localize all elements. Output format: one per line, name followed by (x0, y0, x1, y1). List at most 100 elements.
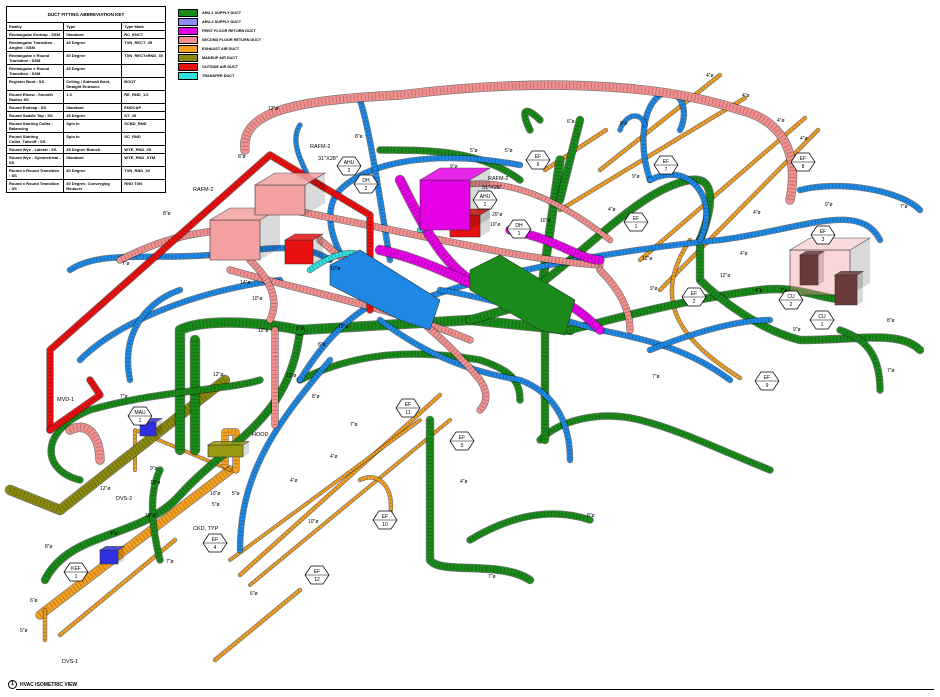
duct-size-label: 8"ø (355, 134, 363, 140)
equipment-tag[interactable]: EF8 (790, 152, 816, 172)
equipment-tag[interactable]: DH 1 (506, 219, 532, 239)
exhaust-duct-corrugation (214, 589, 301, 661)
second-floor-return-duct (597, 267, 633, 333)
ahu2-supply-duct (125, 287, 183, 383)
legend-label: AHU-1 SUPPLY DUCT (202, 10, 242, 15)
legend-swatch (178, 26, 198, 35)
cu1-unit (833, 271, 865, 306)
equipment-tag[interactable]: DH2 (353, 174, 379, 194)
legend-label: TRANSFER DUCT (202, 73, 235, 78)
duct-size-label: 10"ø (150, 480, 160, 486)
duct-size-label: 4"ø (753, 210, 761, 216)
equipment-tag[interactable]: EF2 (681, 287, 707, 307)
duct-size-label: 4"ø (740, 251, 748, 257)
legend-item: SECOND FLOOR RETURN DUCT (178, 35, 261, 44)
tag-number: 1 (518, 231, 521, 237)
duct-size-label: 8"ø (312, 394, 320, 400)
equipment-tag[interactable]: EF1 (623, 212, 649, 232)
ahu2-supply-duct (357, 97, 393, 263)
equipment-tag[interactable]: EF9 (754, 371, 780, 391)
tag-number: 12 (314, 577, 320, 583)
ahu2-supply-duct-corrugation (419, 217, 882, 302)
legend-swatch (178, 71, 198, 80)
equipment-tag[interactable]: EF7 (653, 155, 679, 175)
equipment-label: DVS-1 (62, 659, 78, 665)
duct-size-label: 4"ø (110, 531, 118, 537)
legend-swatch (178, 62, 198, 71)
exhaust-duct-corrugation (38, 467, 232, 618)
duct-size-label: 7"ø (122, 261, 130, 267)
second-floor-return-duct-corrugation (598, 268, 633, 331)
ahu1-plenum (418, 167, 492, 231)
exhaust-duct (238, 393, 442, 577)
equipment-label: DVS-2 (116, 496, 132, 502)
tag-type: EF (212, 537, 218, 543)
equipment-tag[interactable]: EF4 (202, 533, 228, 553)
duct-size-label: 9"ø (296, 326, 304, 332)
duct-size-label: 7"ø (166, 559, 174, 565)
second-floor-return-duct-corrugation (68, 424, 104, 461)
legend-swatch (178, 35, 198, 44)
equipment-tag[interactable]: EF5 (449, 431, 475, 451)
exhaust-duct (638, 116, 807, 262)
tag-type: EF (691, 291, 697, 297)
ahu2-supply-duct (647, 317, 773, 353)
tag-number: 1 (821, 322, 824, 328)
duct-size-label: 9"ø (650, 286, 658, 292)
equipment-label: RAFM-2 (488, 176, 508, 182)
cu2-unit (798, 251, 826, 286)
tag-number: 9 (766, 383, 769, 389)
ahu1-supply-duct-outline (425, 415, 535, 585)
duct-size-label: 12"ø (642, 256, 652, 262)
duct-size-label: 8"ø (45, 544, 53, 550)
duct-size-label: 5"ø (505, 148, 513, 154)
duct-size-label: 5"ø (470, 148, 478, 154)
legend-label: EXHAUST AIR DUCT (202, 46, 240, 51)
duct-size-label: 4"ø (330, 454, 338, 460)
tag-type: DH (515, 223, 523, 229)
duct-size-label: 12"ø (258, 328, 268, 334)
legend-swatch (178, 8, 198, 17)
ahu2-supply-duct (377, 317, 573, 463)
tag-number: 1 (139, 418, 142, 424)
first-floor-return-duct-corrugation (396, 178, 473, 283)
exhaust-duct (670, 238, 742, 380)
tag-type: EF (405, 402, 411, 408)
duct-size-label: 7"ø (652, 374, 660, 380)
duct-size-label: 8"ø (620, 121, 628, 127)
ahu1-supply-duct (175, 318, 305, 455)
tag-type: AHU (480, 194, 491, 200)
equipment-tag[interactable]: CU1 (809, 310, 835, 330)
ahu2-return-plenum (208, 207, 282, 261)
exhaust-duct (558, 96, 747, 212)
legend-item: AHU-2 SUPPLY DUCT (178, 17, 261, 26)
equipment-tag[interactable]: EF3 (810, 225, 836, 245)
key-cell: 30 Degree, Converging Reducer (63, 179, 123, 193)
exhaust-duct (248, 418, 452, 587)
ahu1-supply-duct (48, 377, 263, 483)
duct-size-label: 12"ø (100, 486, 110, 492)
duct-size-label: 10"ø (338, 324, 348, 330)
key-cell: RND TXN (121, 179, 166, 193)
equipment-tag[interactable]: CU2 (778, 290, 804, 310)
view-title-text: HVAC ISOMETRIC VIEW (20, 681, 78, 688)
duct-size-label: 9"ø (632, 174, 640, 180)
duct-size-label: 9"ø (450, 164, 458, 170)
duct-size-label: 12"ø (213, 372, 223, 378)
second-floor-return-duct-corrugation (289, 207, 601, 268)
ahu2-supply-duct-corrugation (238, 358, 332, 551)
equipment-tag[interactable]: EF6 (525, 150, 551, 170)
